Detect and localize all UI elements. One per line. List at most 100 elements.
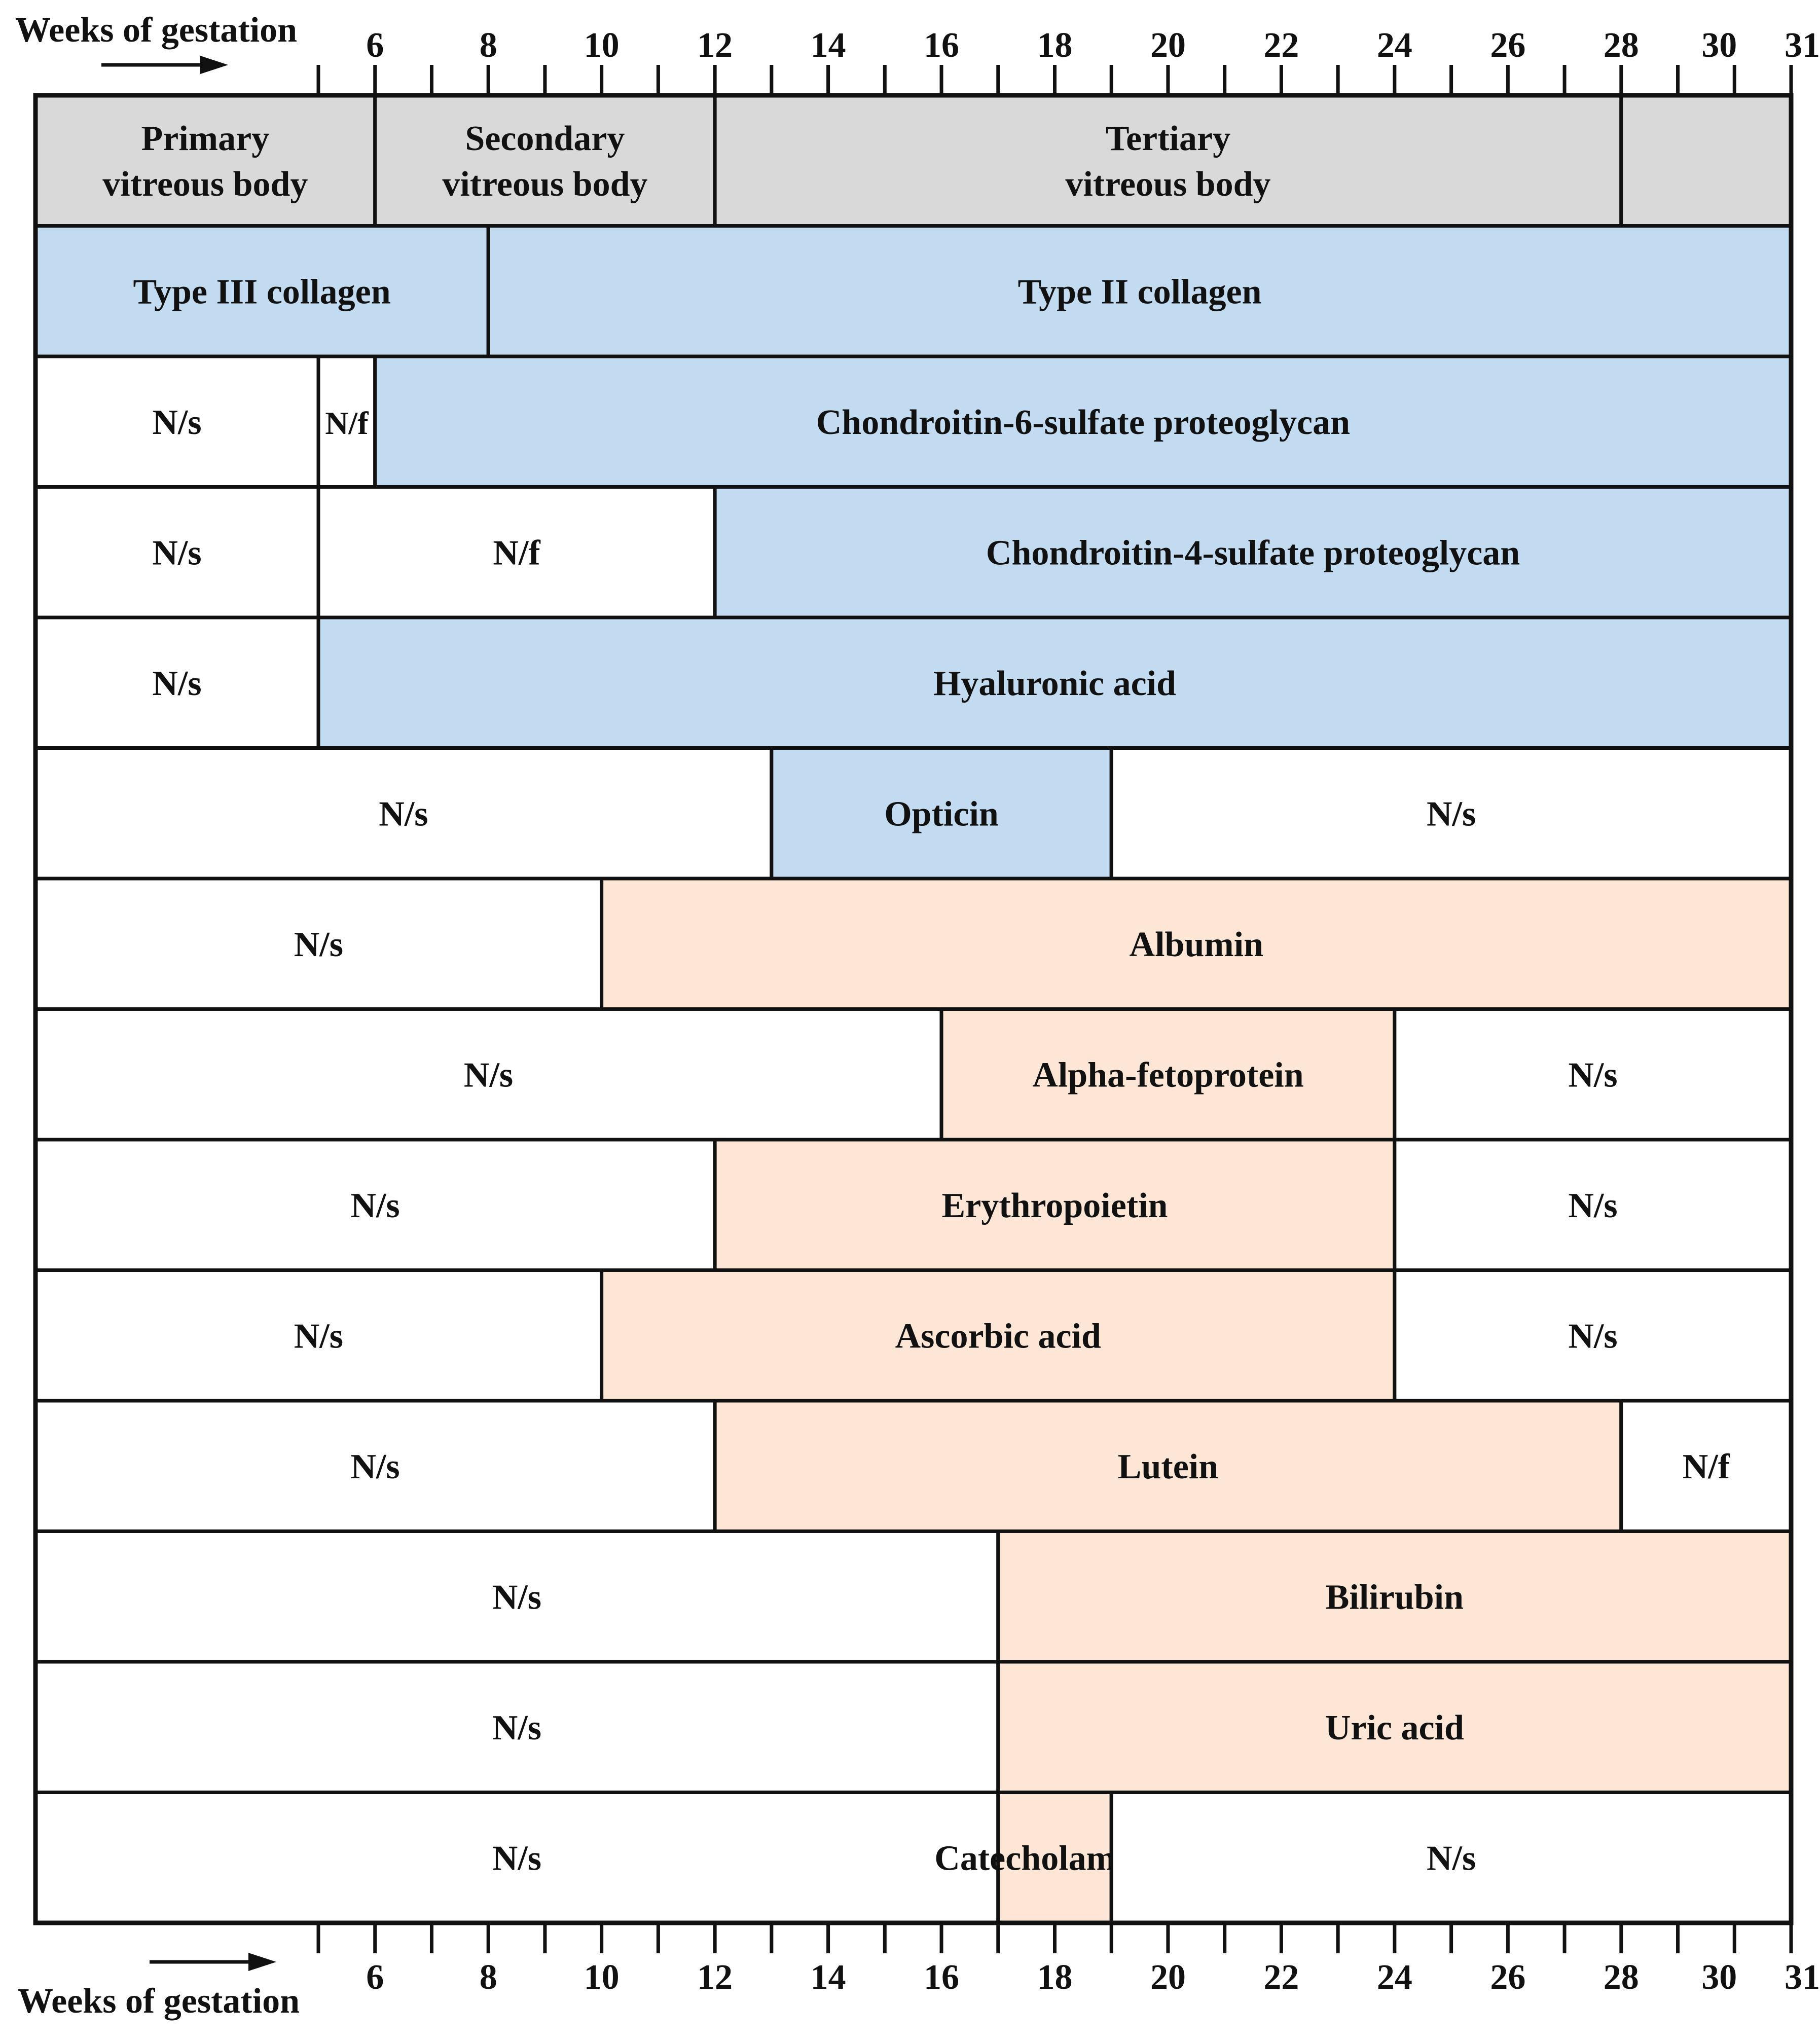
tick-label-20: 20 xyxy=(1150,26,1186,65)
collagen-label-2: Type II collagen xyxy=(1018,272,1262,311)
tick-label-28: 28 xyxy=(1604,1958,1639,1997)
axis-arrow-head xyxy=(200,56,228,74)
epo-label-1: N/s xyxy=(350,1186,399,1225)
tick-label-24: 24 xyxy=(1377,26,1412,65)
tick-label-30: 30 xyxy=(1701,1958,1737,1997)
stages-segment-3 xyxy=(713,93,1623,228)
tick-label-12: 12 xyxy=(697,1958,733,1997)
tick-label-24: 24 xyxy=(1377,1958,1412,1997)
row-ascorbic: N/s Ascorbic acid N/s xyxy=(33,1268,1793,1403)
tick-label-30: 30 xyxy=(1701,26,1737,65)
hyaluronic-segment-2 xyxy=(316,615,1793,750)
opticin-segment-2 xyxy=(770,746,1113,881)
tick-label-10: 10 xyxy=(584,26,620,65)
chondroitin-6-label-1: N/s xyxy=(152,403,201,442)
opticin-label-1: N/s xyxy=(379,794,428,833)
tick-label-18: 18 xyxy=(1037,26,1073,65)
chondroitin-4-label-2: N/f xyxy=(493,533,540,572)
top-axis: 6 8 10 12 14 16 18 20 22 24 26 28 30 31 Weeks of gesta… xyxy=(15,11,1820,95)
tick-label-16: 16 xyxy=(924,26,959,65)
catecholamines-label-3: N/s xyxy=(1427,1839,1476,1878)
afp-label-3: N/s xyxy=(1568,1055,1617,1095)
ascorbic-label-1: N/s xyxy=(294,1317,343,1356)
axis-title: Weeks of gestation xyxy=(18,1982,300,2021)
bilirubin-label-1: N/s xyxy=(492,1578,541,1617)
diagram-frame xyxy=(33,93,1794,1925)
ascorbic-segment-2 xyxy=(600,1268,1397,1403)
tick-label-31: 31 xyxy=(1785,1958,1820,1997)
afp-segment-1 xyxy=(33,1007,943,1142)
lutein-label-2: Lutein xyxy=(1118,1447,1218,1486)
uric-label-1: N/s xyxy=(492,1708,541,1747)
row-chondroitin-4: N/s N/f Chondroitin-4-sulfate proteoglycan xyxy=(33,485,1793,619)
tick-label-16: 16 xyxy=(924,1958,959,1997)
tick-label-8: 8 xyxy=(480,1958,497,1997)
afp-segment-2 xyxy=(939,1007,1397,1142)
lutein-segment-1 xyxy=(33,1399,717,1533)
catecholamines-segment-1 xyxy=(33,1791,1000,1925)
lutein-segment-3 xyxy=(1619,1399,1793,1533)
ascorbic-label-2: Ascorbic acid xyxy=(895,1317,1101,1356)
chondroitin-6-label-3: Chondroitin-6-sulfate proteoglycan xyxy=(816,403,1350,442)
axis-title: Weeks of gestation xyxy=(15,11,297,50)
tick-label-18: 18 xyxy=(1037,1958,1073,1997)
chondroitin-6-label-2: N/f xyxy=(325,405,369,441)
ascorbic-label-3: N/s xyxy=(1568,1317,1617,1356)
collagen-segment-2 xyxy=(486,224,1793,358)
chondroitin-4-segment-1 xyxy=(33,485,320,619)
lutein-segment-2 xyxy=(713,1399,1623,1533)
epo-label-2: Erythropoietin xyxy=(942,1186,1168,1225)
row-uric: N/s Uric acid xyxy=(33,1660,1793,1794)
albumin-segment-1 xyxy=(33,877,604,1011)
epo-label-3: N/s xyxy=(1568,1186,1617,1225)
albumin-label-1: N/s xyxy=(294,925,343,964)
tick-label-6: 6 xyxy=(366,1958,384,1997)
catecholamines-label-1: N/s xyxy=(492,1839,541,1878)
tick-label-31: 31 xyxy=(1785,26,1820,65)
tick-label-28: 28 xyxy=(1604,26,1639,65)
ascorbic-segment-3 xyxy=(1393,1268,1793,1403)
albumin-segment-2 xyxy=(600,877,1793,1011)
stages-segment-4 xyxy=(1619,93,1793,228)
tick-label-8: 8 xyxy=(480,26,497,65)
uric-label-2: Uric acid xyxy=(1325,1708,1464,1747)
hyaluronic-label-1: N/s xyxy=(152,664,201,703)
tick-label-26: 26 xyxy=(1490,26,1525,65)
row-collagen: Type III collagen Type II collagen xyxy=(33,224,1793,358)
opticin-label-3: N/s xyxy=(1427,794,1476,833)
tick-label-10: 10 xyxy=(584,1958,620,1997)
tick-label-12: 12 xyxy=(697,26,733,65)
epo-segment-1 xyxy=(33,1138,717,1272)
albumin-label-2: Albumin xyxy=(1130,925,1264,964)
tick-label-14: 14 xyxy=(811,26,846,65)
tick-label-26: 26 xyxy=(1490,1958,1525,1997)
chondroitin-4-label-1: N/s xyxy=(152,533,201,572)
opticin-segment-3 xyxy=(1109,746,1793,881)
collagen-label-1: Type III collagen xyxy=(133,272,391,311)
afp-label-1: N/s xyxy=(464,1055,513,1095)
stages-segment-2 xyxy=(373,93,717,228)
tick-label-22: 22 xyxy=(1263,1958,1299,1997)
axis-arrow-head xyxy=(248,1953,276,1971)
chondroitin-6-segment-2 xyxy=(316,354,377,489)
row-epo: N/s Erythropoietin N/s xyxy=(33,1138,1793,1272)
tick-label-22: 22 xyxy=(1263,26,1299,65)
stages-segment-1 xyxy=(33,93,377,228)
uric-segment-2 xyxy=(996,1660,1793,1794)
lutein-label-3: N/f xyxy=(1683,1447,1730,1486)
tick-label-6: 6 xyxy=(366,26,384,65)
tick-label-20: 20 xyxy=(1150,1958,1186,1997)
lutein-label-1: N/s xyxy=(350,1447,399,1486)
opticin-label-2: Opticin xyxy=(884,794,999,833)
chondroitin-4-label-3: Chondroitin-4-sulfate proteoglycan xyxy=(986,533,1520,572)
